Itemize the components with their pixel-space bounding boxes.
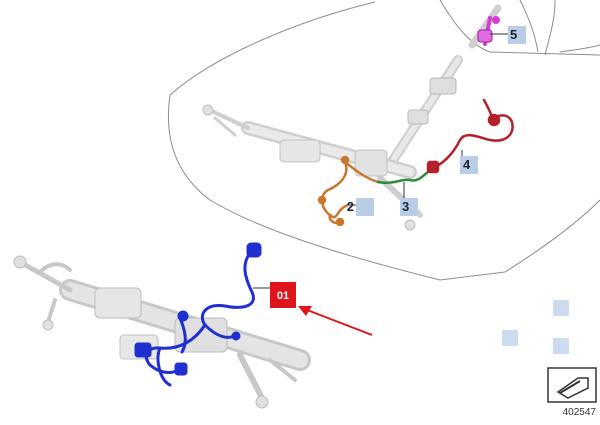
steering-rack-upper xyxy=(202,104,423,231)
callout-3-box xyxy=(400,198,418,216)
callout-4-number: 4 xyxy=(463,157,471,172)
callout-3[interactable]: 3 xyxy=(400,198,418,216)
callout-5-box xyxy=(508,26,526,44)
callout-5-number: 5 xyxy=(510,27,517,42)
pointer-arrow xyxy=(298,306,373,336)
callout-01-label: 01 xyxy=(277,290,289,302)
empty-box xyxy=(502,330,518,346)
steering-column xyxy=(383,4,502,173)
orange-harness xyxy=(317,155,380,227)
callout-01-badge xyxy=(270,282,296,308)
diagram-orientation-icon xyxy=(547,367,597,403)
callout-2-box xyxy=(356,198,374,216)
callout-3-number: 3 xyxy=(402,199,409,214)
callout-4[interactable]: 4 xyxy=(460,156,478,174)
empty-callout-boxes xyxy=(502,300,569,354)
diagram-id: 402547 xyxy=(563,407,597,418)
red-harness xyxy=(426,98,514,174)
callout-2-number: 2 xyxy=(347,199,354,214)
magenta-part xyxy=(477,16,500,46)
empty-box xyxy=(553,338,569,354)
steering-rack-lower xyxy=(13,255,311,409)
callout-5[interactable]: 5 xyxy=(508,26,526,44)
blue-harness xyxy=(134,242,262,387)
empty-box xyxy=(553,300,569,316)
green-harness xyxy=(376,166,436,184)
leader-lines xyxy=(253,33,508,289)
car-body-outline xyxy=(167,0,600,281)
callout-01[interactable]: 01 xyxy=(270,282,296,308)
callout-2[interactable]: 2 xyxy=(347,198,374,216)
callout-4-box xyxy=(460,156,478,174)
